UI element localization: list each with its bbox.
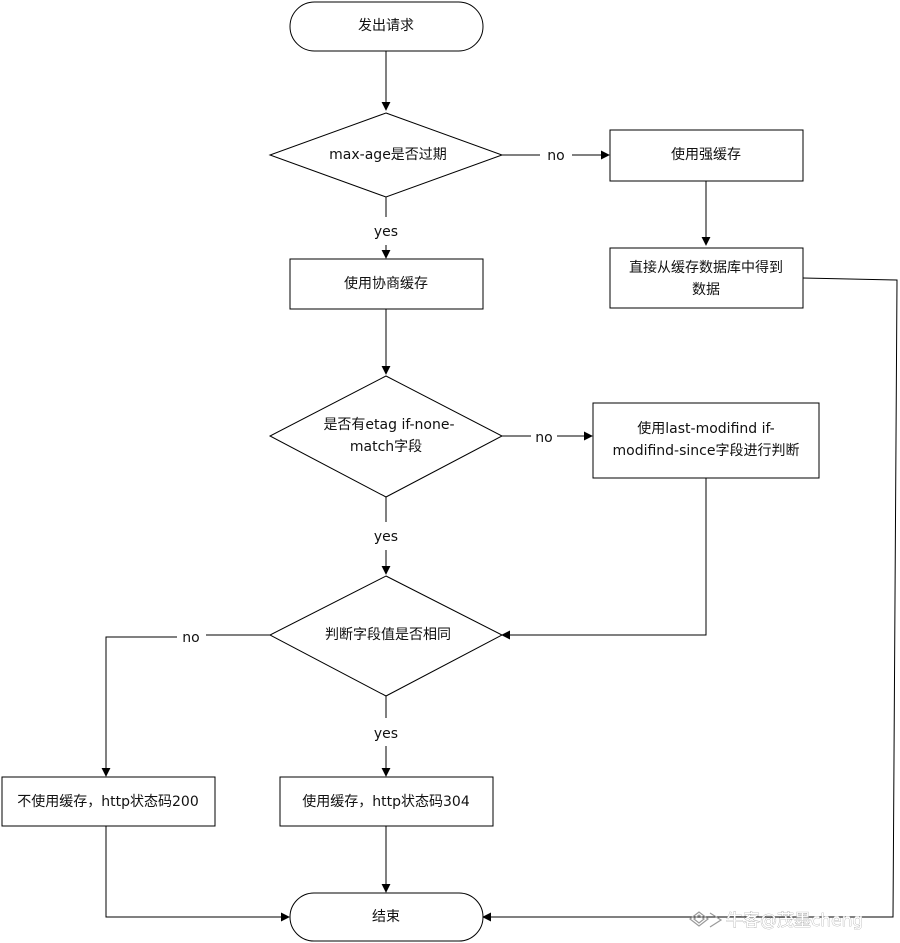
cache-db-label-line1: 直接从缓存数据库中得到: [629, 259, 783, 276]
negotiate-cache-label: 使用协商缓存: [344, 275, 428, 292]
cache-304-label: 使用缓存，http状态码304: [302, 793, 470, 810]
max-age-label: max-age是否过期: [329, 147, 447, 163]
edge-db-to-end: [482, 277, 898, 922]
edge-lastmod-to-compare: [501, 478, 707, 640]
compare-no-label: no: [182, 630, 199, 646]
edge-compare-no: [106, 634, 270, 776]
start-label: 发出请求: [358, 18, 414, 34]
max-age-yes-label: yes: [374, 224, 398, 240]
last-modified-label-line2: modifind-since字段进行判断: [613, 443, 800, 459]
no-cache-200-box: [1, 776, 216, 827]
nodes: [1, 1, 820, 942]
watermark-logo-icon: [689, 911, 723, 928]
max-age-decision: [268, 112, 504, 198]
compare-label: 判断字段值是否相同: [325, 627, 451, 643]
no-cache-200-label: 不使用缓存，http状态码200: [17, 793, 198, 810]
watermark: 牛客@茂墨cheng: [689, 911, 863, 931]
end-terminal: [289, 892, 484, 942]
edge-200-to-end: [105, 826, 290, 922]
cache-db-label-line2: 数据: [692, 282, 720, 298]
etag-decision: [268, 375, 504, 498]
strong-cache-box: [609, 129, 804, 182]
negotiate-cache-box: [289, 258, 484, 310]
compare-decision: [268, 575, 504, 697]
etag-no-label: no: [535, 430, 552, 446]
last-modified-box: [592, 402, 820, 479]
end-label: 结束: [372, 909, 400, 925]
max-age-no-label: no: [547, 148, 564, 164]
compare-yes-label: yes: [374, 726, 398, 742]
etag-label-line1: 是否有etag if-none-: [323, 417, 454, 433]
edges: [105, 51, 898, 922]
etag-yes-label: yes: [374, 529, 398, 545]
cache-db-box: [609, 247, 804, 309]
cache-304-box: [279, 776, 494, 827]
strong-cache-label: 使用强缓存: [671, 146, 741, 163]
watermark-text: 牛客@茂墨cheng: [726, 911, 863, 931]
last-modified-label-line1: 使用last-modifind if-: [637, 420, 774, 437]
start-terminal: [289, 1, 484, 52]
etag-label-line2: match字段: [350, 439, 422, 455]
